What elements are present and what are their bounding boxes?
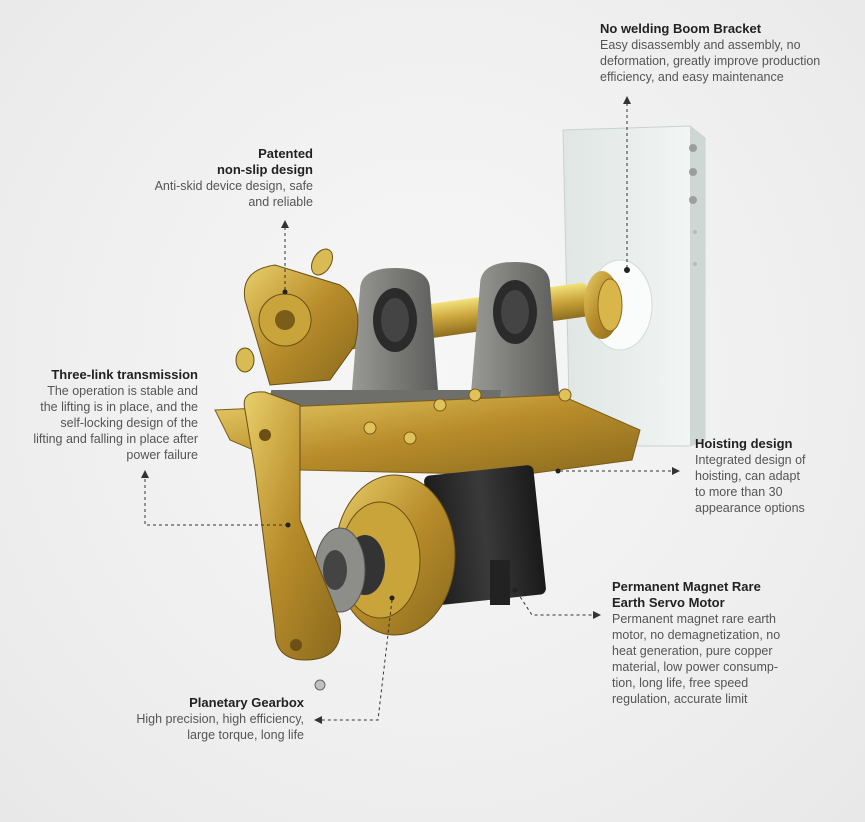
callout-servo-motor: Permanent Magnet Rare Earth Servo Motor …	[612, 579, 812, 707]
callout-non-slip-design: Patented non-slip design Anti-skid devic…	[130, 146, 313, 210]
callout-text: hoisting, can adapt	[695, 469, 800, 483]
callout-text: motor, no demagnetization, no	[612, 628, 781, 642]
callout-text: self-locking design of the	[60, 416, 198, 430]
callout-title: No welding Boom Bracket	[600, 21, 762, 36]
callout-title: Three-link transmission	[51, 367, 198, 382]
non-slip-device	[235, 248, 359, 386]
planetary-gearbox	[314, 474, 456, 636]
leader-dots	[282, 267, 630, 601]
callout-text: appearance options	[695, 501, 805, 515]
callout-text: efficiency, and easy maintenance	[600, 70, 784, 84]
callout-text: power failure	[126, 448, 198, 462]
callout-text: tion, long life, free speed	[612, 676, 749, 690]
callout-title: Hoisting design	[695, 436, 793, 451]
callout-text: lifting and falling in place after	[33, 432, 198, 446]
callout-text: Permanent magnet rare earth	[612, 612, 776, 626]
callout-title: Permanent Magnet Rare	[612, 579, 761, 594]
callout-planetary-gearbox: Planetary Gearbox High precision, high e…	[120, 695, 304, 743]
callout-text: High precision, high efficiency,	[136, 712, 304, 726]
callout-boom-bracket: No welding Boom Bracket Easy disassembly…	[600, 21, 850, 85]
callout-text: the lifting is in place, and the	[40, 400, 198, 414]
leader-arrows	[141, 96, 680, 724]
base-plate	[214, 388, 641, 476]
callout-text: Anti-skid device design, safe	[154, 179, 313, 193]
callout-title: Planetary Gearbox	[189, 695, 304, 710]
callout-text: The operation is stable and	[47, 384, 198, 398]
callout-text: regulation, accurate limit	[612, 692, 748, 706]
callout-text: and reliable	[248, 195, 313, 209]
callout-title: Patented	[258, 146, 313, 161]
callout-text: to more than 30	[695, 485, 783, 499]
callout-title: Earth Servo Motor	[612, 595, 725, 610]
three-link-arm	[243, 391, 342, 691]
callout-text: heat generation, pure copper	[612, 644, 773, 658]
callout-three-link-transmission: Three-link transmission The operation is…	[20, 367, 198, 463]
callout-text: large torque, long life	[187, 728, 304, 742]
callout-text: material, low power consump-	[612, 660, 779, 674]
callout-hoisting-design: Hoisting design Integrated design of hoi…	[695, 436, 855, 516]
callout-text: deformation, greatly improve production	[600, 54, 821, 68]
callout-title: non-slip design	[216, 162, 313, 177]
callout-text: Easy disassembly and assembly, no	[600, 38, 801, 52]
leader-lines	[144, 104, 673, 721]
callout-text: Integrated design of	[695, 453, 806, 467]
